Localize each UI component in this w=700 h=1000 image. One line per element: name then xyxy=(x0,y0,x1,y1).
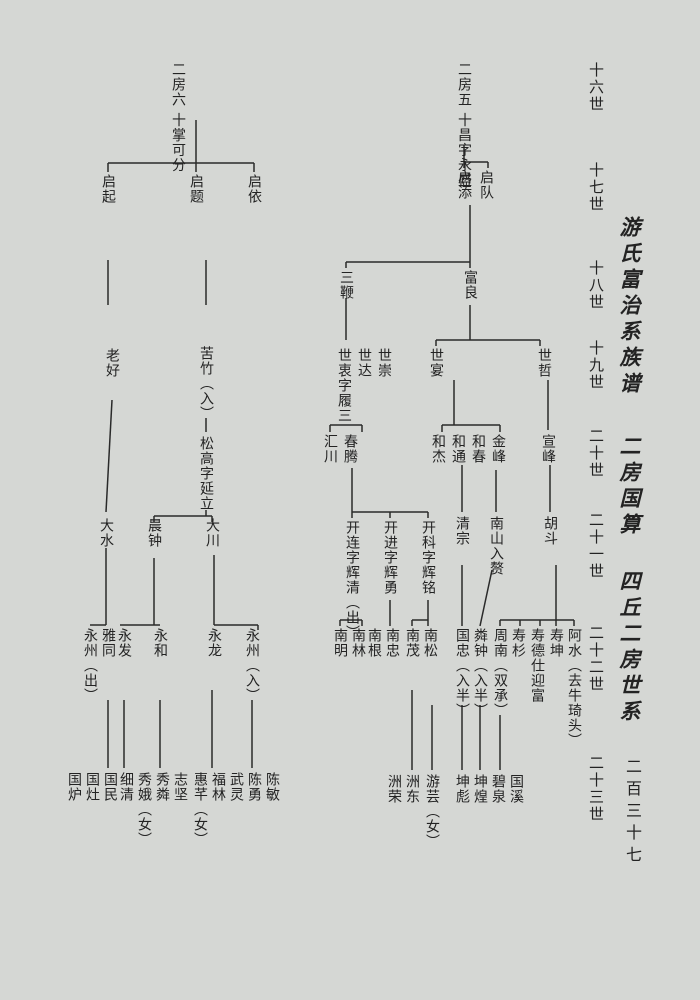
person-yongzhou-in: 永州（入） xyxy=(244,628,260,703)
person-zhijian: 志坚 xyxy=(172,772,188,802)
person-dachuan: 大川 xyxy=(204,518,220,548)
person-xuanfeng: 宣峰 xyxy=(540,434,556,464)
generation-23: 二十三世 xyxy=(587,755,605,823)
person-guomin: 国民 xyxy=(102,772,118,802)
section-title: 二房国算 xyxy=(617,435,642,539)
person-kunbiao: 坤彪 xyxy=(454,774,470,804)
person-xiqing: 细清 xyxy=(118,772,134,802)
person-guolu: 国炉 xyxy=(66,772,82,802)
person-shichong: 世崇 xyxy=(376,348,392,378)
person-yatong: 雅同 xyxy=(100,628,116,658)
person-qidui: 启队 xyxy=(478,170,494,200)
person-qiqi: 启起 xyxy=(100,174,116,204)
person-jinfeng: 金峰 xyxy=(490,434,506,464)
person-nansong: 南松 xyxy=(422,628,438,658)
person-kaike: 开科字辉铭 xyxy=(420,520,436,595)
person-chenyong: 陈勇 xyxy=(246,772,262,802)
person-nangen: 南根 xyxy=(366,628,382,658)
person-shiyan: 世宴 xyxy=(428,348,444,378)
branch5-root: 二房五 十昌字永盛 xyxy=(456,62,472,188)
person-huiqian: 惠芊（女） xyxy=(192,772,208,847)
person-zhourong: 洲荣 xyxy=(386,774,402,804)
person-nanlin: 南林 xyxy=(350,628,366,658)
person-kaijin: 开进字辉勇 xyxy=(382,520,398,595)
generation-17: 十七世 xyxy=(587,162,605,213)
person-nanshan: 南山入赘 xyxy=(488,516,504,576)
person-shoude: 寿德仕迎富 xyxy=(529,628,545,703)
generation-20: 二十世 xyxy=(587,428,605,479)
person-shida: 世达 xyxy=(356,348,372,378)
generation-16: 十六世 xyxy=(587,62,605,113)
person-yongfa: 永发 xyxy=(116,628,132,658)
generation-21: 二十一世 xyxy=(587,512,605,580)
person-wuling: 武灵 xyxy=(228,772,244,802)
generation-18: 十八世 xyxy=(587,260,605,311)
person-zhoudong: 洲东 xyxy=(404,774,420,804)
person-chunteng: 春腾 xyxy=(342,434,358,464)
person-fulin: 福林 xyxy=(210,772,226,802)
person-fuliang: 富良 xyxy=(462,270,478,300)
person-qiti: 启题 xyxy=(188,174,204,204)
person-shizhong: 世衷字履三 xyxy=(336,348,352,423)
person-hetong: 和通 xyxy=(450,434,466,464)
person-hudou: 胡斗 xyxy=(542,516,558,546)
person-nanzhong: 南忠 xyxy=(384,628,400,658)
person-chenmin: 陈敏 xyxy=(264,772,280,802)
person-kailian: 开连字辉清（出） xyxy=(344,520,360,640)
person-nanming: 南明 xyxy=(332,628,348,658)
person-hejie: 和杰 xyxy=(430,434,446,464)
person-shizhe: 世哲 xyxy=(536,348,552,378)
generation-22: 二十二世 xyxy=(587,625,605,693)
person-huichuan: 汇川 xyxy=(322,434,338,464)
person-laohao: 老好 xyxy=(104,348,120,378)
book-title: 游氏富治系族谱 xyxy=(617,216,642,398)
person-dashui: 大水 xyxy=(98,518,114,548)
person-qitian: 启添 xyxy=(456,170,472,200)
person-qiyi: 启依 xyxy=(246,174,262,204)
person-sanbian: 三鞭 xyxy=(338,270,354,300)
generation-19: 十九世 xyxy=(587,340,605,391)
person-guozao: 国灶 xyxy=(84,772,100,802)
person-shoukun: 寿坤 xyxy=(548,628,564,658)
lineage-subtitle: 四丘二房世系 xyxy=(617,570,642,726)
person-yonghe: 永和 xyxy=(152,628,168,658)
person-guoxi: 国溪 xyxy=(508,774,524,804)
person-hechun: 和春 xyxy=(470,434,486,464)
person-xiue: 秀娥（女） xyxy=(136,772,152,847)
person-shoushan: 寿杉 xyxy=(510,628,526,658)
person-ashui: 阿水（去牛琦头） xyxy=(566,628,582,748)
person-xiulin: 秀粦 xyxy=(154,772,170,802)
person-nanmao: 南茂 xyxy=(404,628,420,658)
person-chenzhong: 晨钟 xyxy=(146,518,162,548)
branch6-root: 二房六 十掌可分 xyxy=(170,62,186,173)
person-biquan: 碧泉 xyxy=(490,774,506,804)
person-yonglong: 永龙 xyxy=(206,628,222,658)
person-kunhuang: 坤煌 xyxy=(472,774,488,804)
person-linzhong: 粦钟（入半） xyxy=(472,628,488,718)
person-youyun: 游芸（女） xyxy=(424,774,440,849)
person-kuzhu: 苦竹（入） xyxy=(198,346,214,421)
person-guozhong: 国忠（入半） xyxy=(454,628,470,718)
person-qingzong: 清宗 xyxy=(454,516,470,546)
person-yongzhou-out: 永州（出） xyxy=(82,628,98,703)
page-number: 二百三十七 xyxy=(623,758,642,868)
person-songgao: 松高字延立 xyxy=(198,436,214,511)
person-zhounan: 周南（双承） xyxy=(492,628,508,718)
